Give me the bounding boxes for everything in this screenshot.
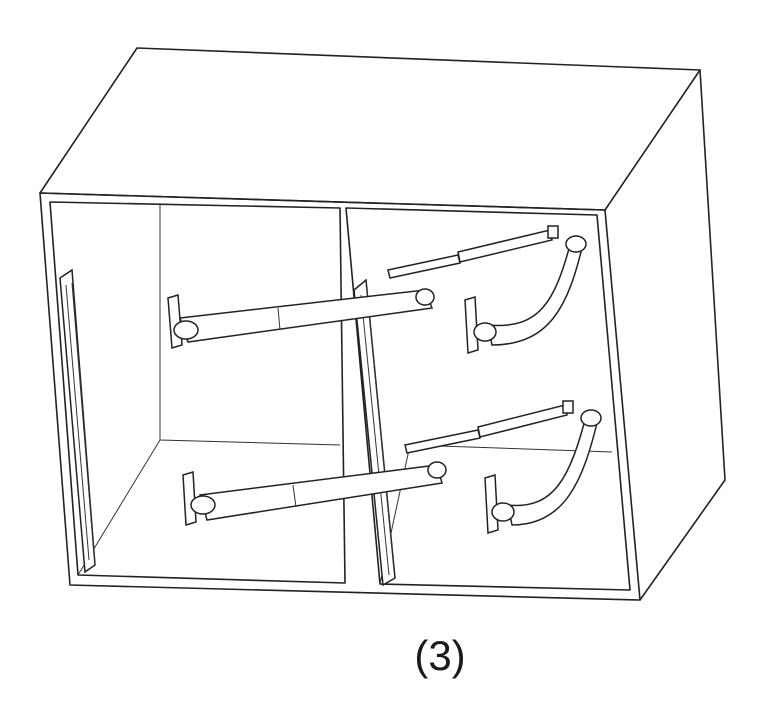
figure-caption: (3) bbox=[414, 632, 466, 679]
left-vertical-rail bbox=[59, 268, 96, 574]
lower-right-folding-arm bbox=[484, 409, 602, 534]
upper-left-support-arm bbox=[167, 288, 435, 349]
cabinet-box bbox=[39, 47, 726, 601]
upper-right-folding-arm bbox=[464, 235, 587, 354]
upper-gas-strut bbox=[387, 225, 559, 279]
lower-left-support-arm bbox=[182, 461, 447, 526]
center-vertical-rail bbox=[353, 278, 396, 587]
lower-gas-strut bbox=[404, 400, 574, 454]
